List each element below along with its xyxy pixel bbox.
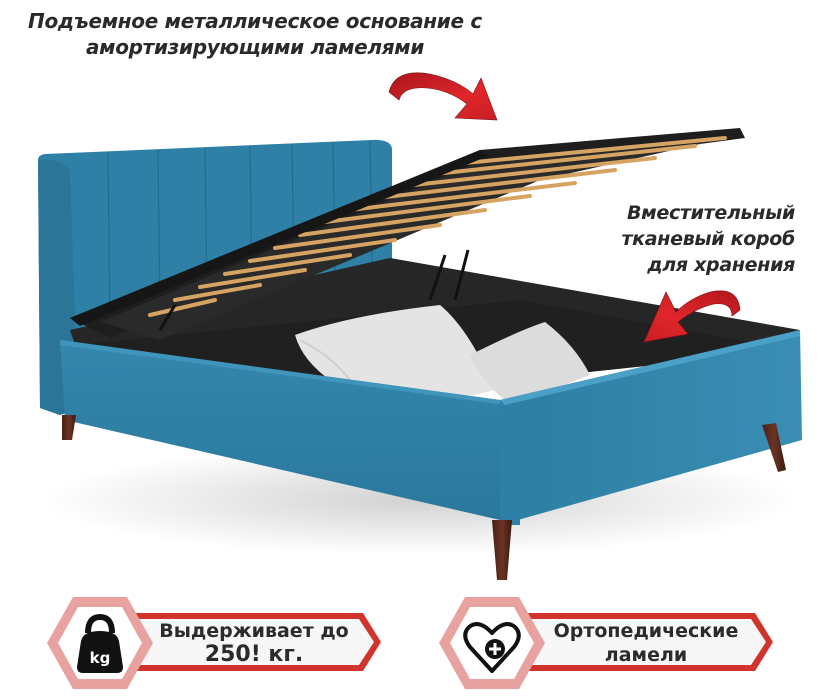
badge-text: Ортопедические ламели (545, 615, 747, 671)
hexagon-icon-frame (439, 597, 545, 689)
badge-line-1: Ортопедические (553, 620, 739, 642)
svg-text:kg: kg (90, 649, 111, 667)
caption-line: Подъемное металлическое основание с (28, 9, 482, 33)
badge-line-1: Выдерживает до (159, 620, 349, 642)
caption-line: тканевый короб (621, 228, 795, 250)
caption-line: Вместительный (626, 202, 795, 224)
feature-badge-orthopedic: Ортопедические ламели (437, 593, 777, 693)
badge-line-2: 250! кг. (204, 642, 304, 667)
caption-line: амортизирующими ламелями (85, 35, 425, 59)
bed-legs (62, 415, 786, 580)
feature-badge-weight: kg Выдерживает до 250! кг. (45, 593, 385, 693)
caption-lifting-base: Подъемное металлическое основание с амор… (20, 8, 490, 60)
badge-line-2: ламели (604, 644, 688, 666)
pillows (295, 305, 590, 402)
heart-plus-icon (463, 622, 521, 673)
curved-arrow-icon (643, 290, 741, 343)
badge-text: Выдерживает до 250! кг. (153, 615, 355, 671)
curved-arrow-icon (388, 72, 498, 121)
caption-line: для хранения (647, 254, 795, 276)
hexagon-icon-frame: kg (47, 597, 153, 689)
lifted-slat-base (70, 128, 745, 340)
kettlebell-icon: kg (77, 613, 123, 673)
badge-frame (117, 613, 381, 671)
badge-frame (509, 613, 773, 671)
caption-storage-box: Вместительный тканевый короб для хранени… (570, 200, 795, 278)
